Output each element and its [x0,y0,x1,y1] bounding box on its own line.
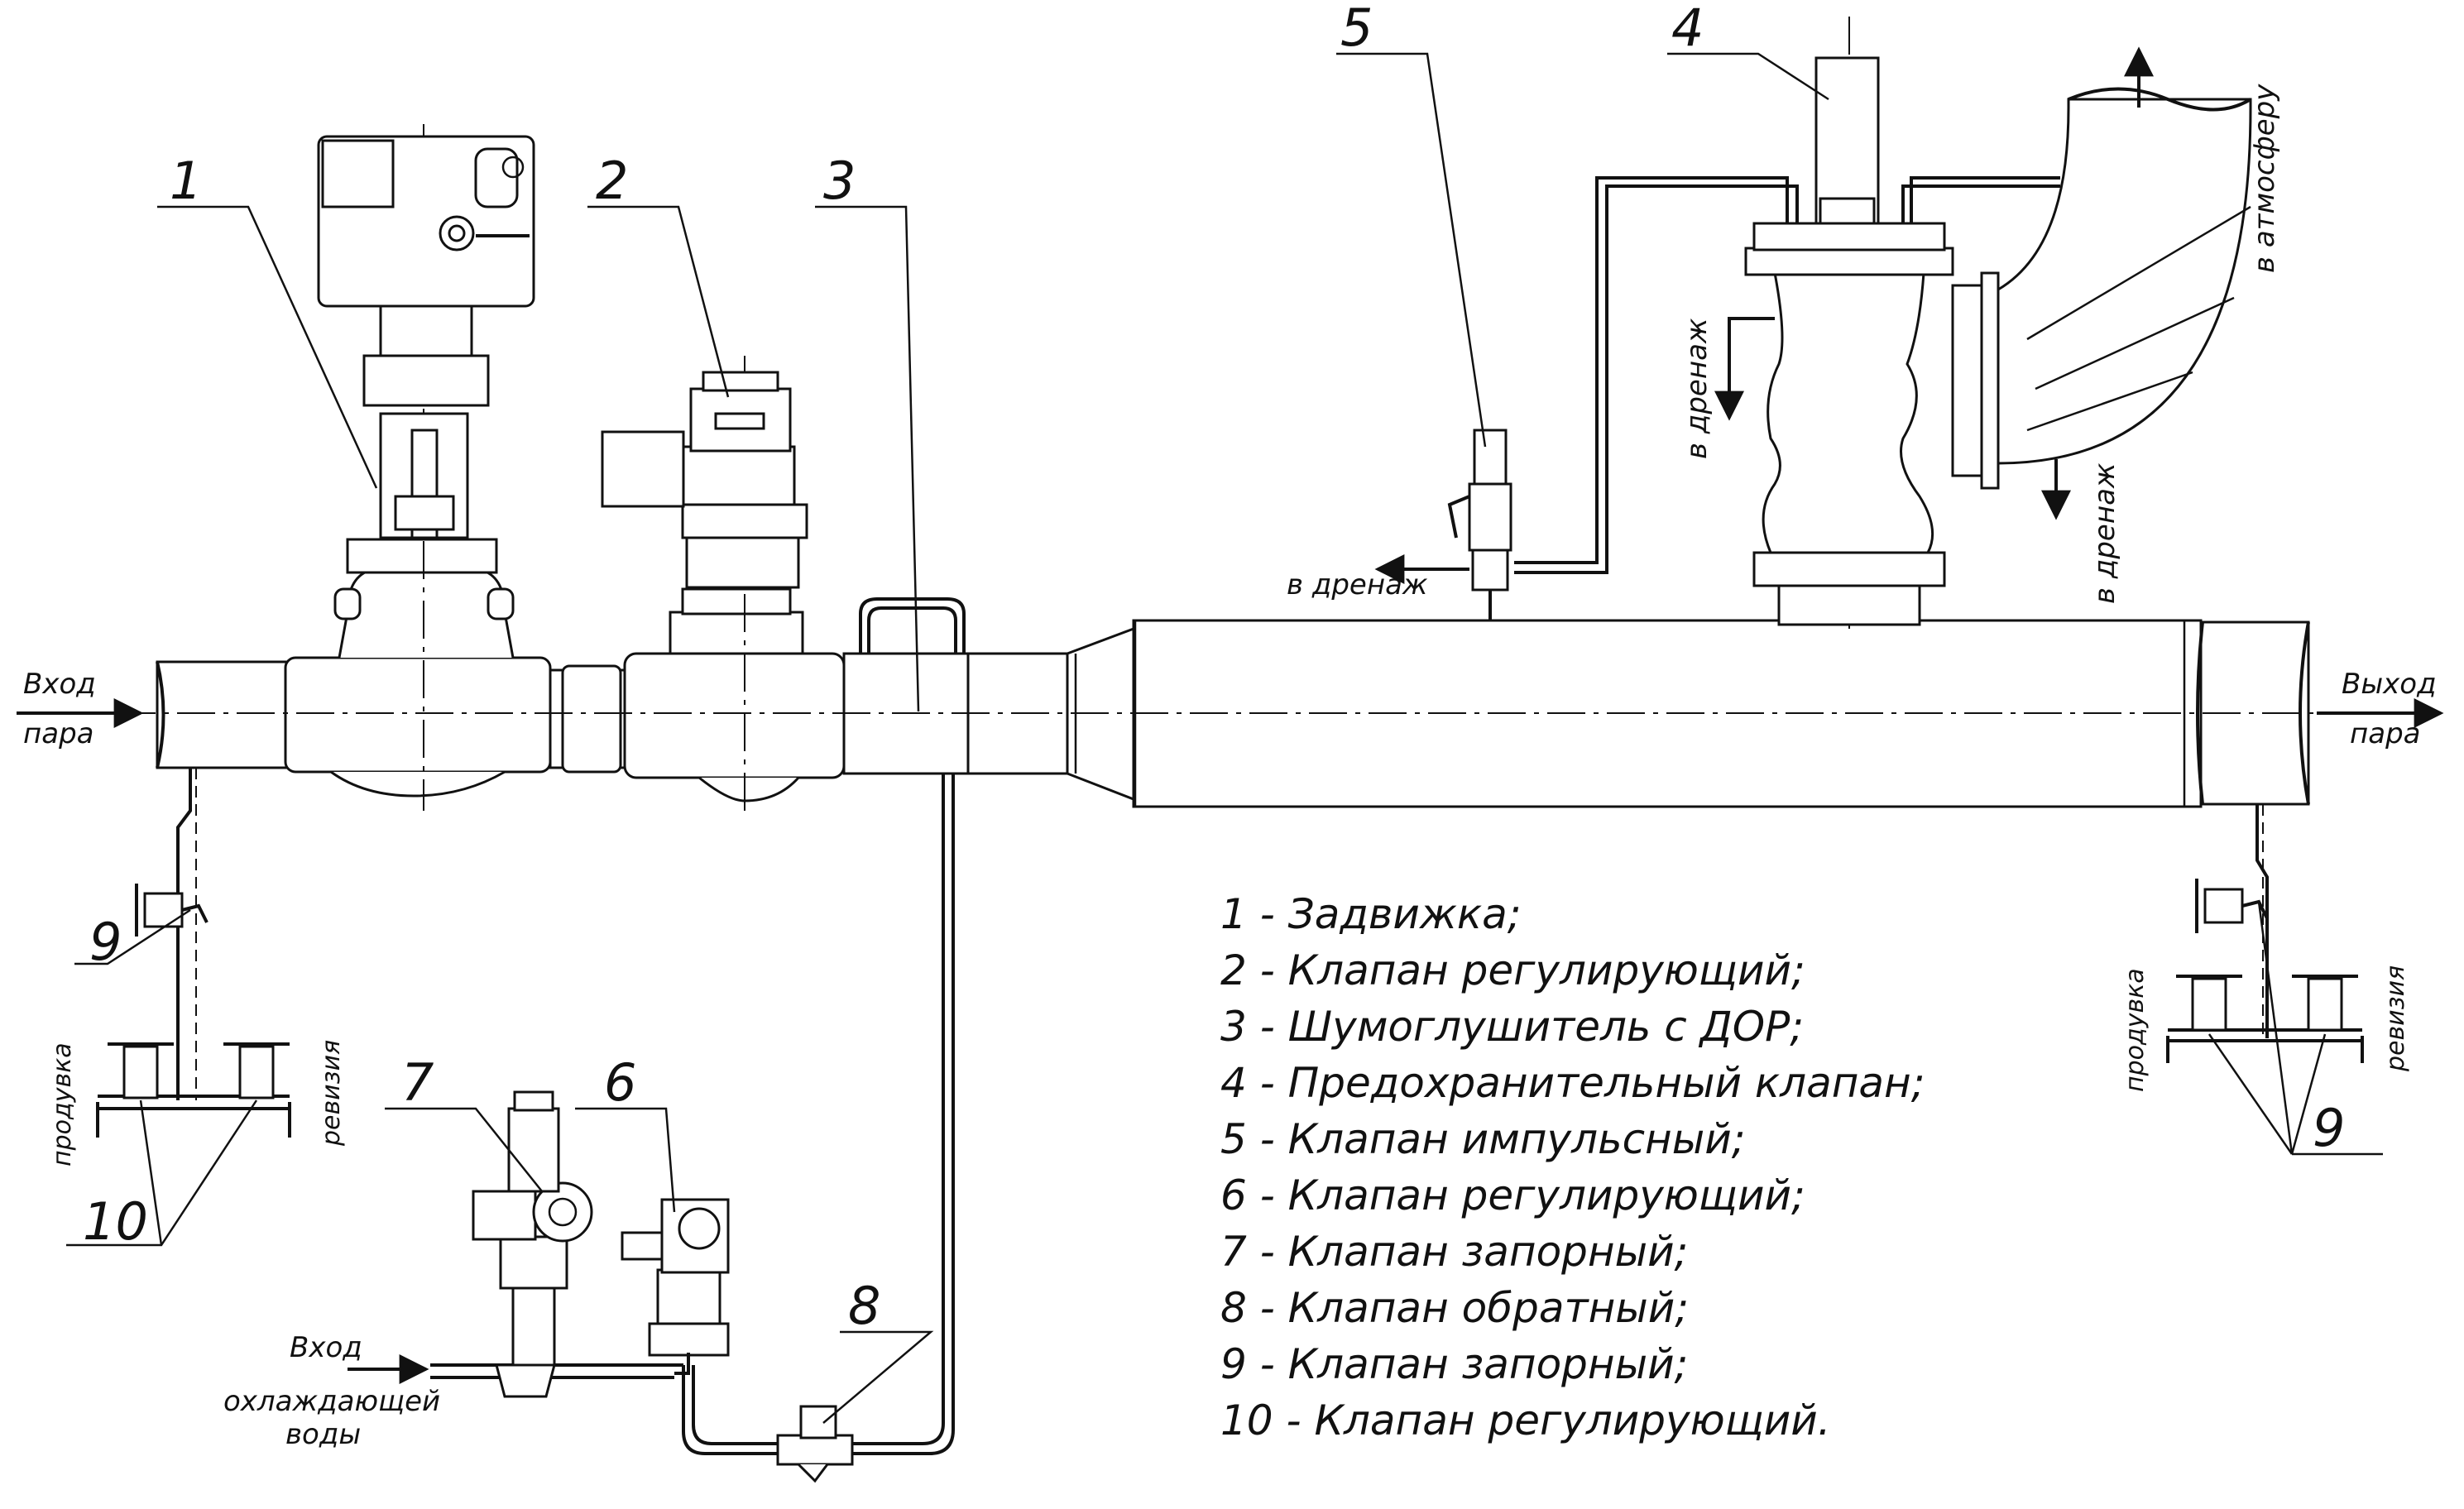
callout-7: 7 [401,1052,434,1113]
legend-item: 7 - Клапан запорный; [1220,1228,1688,1276]
revision-label-left: ревизия [317,1040,346,1147]
callout-1: 1 [170,151,202,211]
cooling-label-line2: охлаждающей [223,1385,440,1418]
cooling-water-lines [348,597,966,1483]
callout-9-left: 9 [89,912,122,972]
revision-label-right: ревизия [2381,965,2410,1072]
gate-valve-actuator [317,124,535,811]
legend: 1 - Задвижка; 2 - Клапан регулирующий; 3… [1220,890,1925,1444]
callout-9-right: 9 [2313,1098,2345,1158]
callout-leaders [66,52,2383,1424]
callout-2: 2 [596,151,628,211]
cooling-label-line3: воды [285,1418,361,1451]
callout-4: 4 [1671,0,1704,58]
right-drain-valves [2166,804,2364,1063]
safety-valve-assembly [1374,17,2252,629]
main-steam-pipe [58,538,2416,808]
legend-item: 10 - Клапан регулирующий. [1220,1396,1831,1444]
cooling-label-line1: Вход [290,1331,362,1364]
legend-item: 2 - Клапан регулирующий; [1220,946,1805,994]
drain-label-safety: в дренаж [1680,318,1714,459]
legend-item: 6 - Клапан регулирующий; [1220,1171,1805,1219]
legend-item: 1 - Задвижка; [1220,890,1522,938]
legend-item: 3 - Шумоглушитель с ДОР; [1220,1003,1804,1051]
callout-10: 10 [83,1191,148,1252]
control-valve-actuator [601,356,808,819]
legend-item: 8 - Клапан обратный; [1220,1284,1689,1332]
legend-item: 4 - Предохранительный клапан; [1220,1059,1925,1107]
drain-label-impulse: в дренаж [1287,568,1428,601]
drain-label-elbow: в дренаж [2088,462,2121,604]
callout-6: 6 [604,1052,636,1113]
purge-label-left: продувка [48,1042,77,1166]
callout-8: 8 [848,1276,880,1336]
atmosphere-label: в атмосферу [2248,84,2281,273]
outlet-label-line2: пара [2350,717,2420,750]
legend-item: 5 - Клапан импульсный; [1220,1115,1746,1163]
inlet-label-line2: пара [23,717,93,750]
callout-5: 5 [1340,0,1373,58]
purge-label-right: продувка [2121,968,2150,1092]
inlet-label-line1: Вход [23,668,96,701]
left-drain-valves [96,768,291,1138]
callout-3: 3 [823,151,856,211]
legend-item: 9 - Клапан запорный; [1220,1340,1688,1388]
outlet-label-line1: Выход [2342,668,2437,701]
